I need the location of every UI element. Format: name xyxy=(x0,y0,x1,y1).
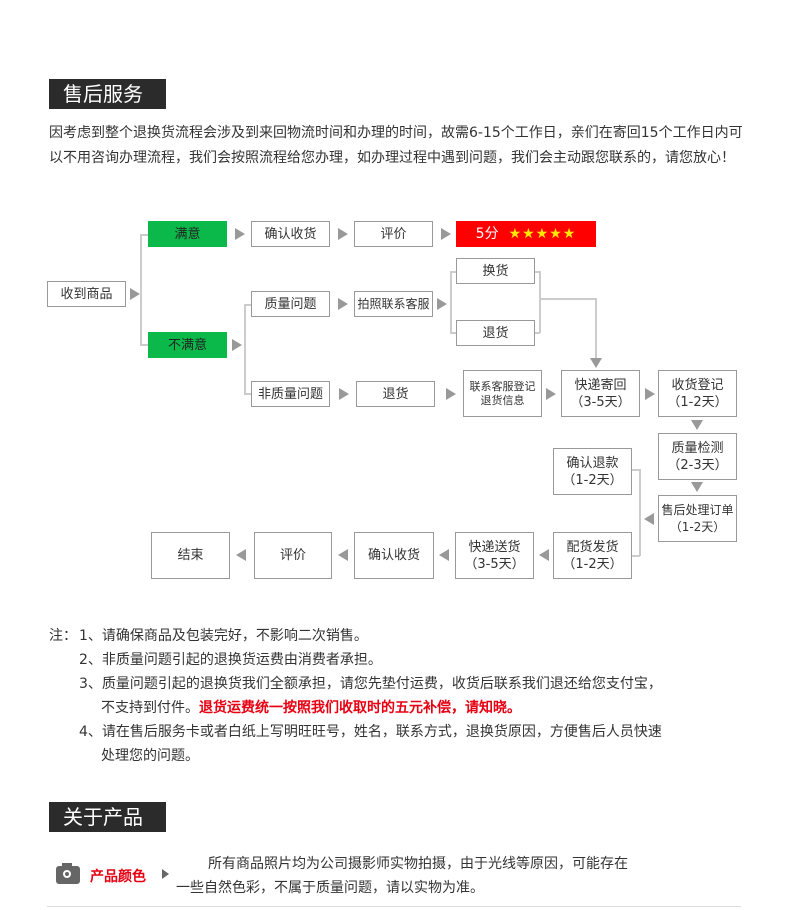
connector xyxy=(632,469,640,471)
step-confirm-receipt: 确认收货 xyxy=(251,221,330,247)
star-icons: ★★★★★ xyxy=(508,225,577,242)
step-exchange: 换货 xyxy=(456,258,535,284)
note-1: 1、请确保商品及包装完好，不影响二次销售。 xyxy=(79,628,368,644)
arrow-right-icon xyxy=(441,228,451,240)
step-contact-register: 联系客服登记退货信息 xyxy=(463,370,542,417)
step-return: 退货 xyxy=(456,320,535,346)
note-3-cont: 不支持到付件。 xyxy=(101,700,199,716)
step-dispatch: 配货发货（1-2天） xyxy=(553,532,632,579)
step-confirm-receipt-2: 确认收货 xyxy=(354,532,434,579)
caret-right-icon xyxy=(162,869,169,879)
connector xyxy=(595,298,597,358)
step-quality-issue: 质量问题 xyxy=(251,291,330,317)
arrow-down-icon xyxy=(691,482,703,492)
step-refund: 确认退款（1-2天） xyxy=(553,448,632,495)
section-title-about-product: 关于产品 xyxy=(49,802,166,832)
arrow-right-icon xyxy=(437,298,447,310)
step-ship-back: 快递寄回（3-5天） xyxy=(561,370,640,417)
line: 配货发货 xyxy=(566,539,619,555)
connector xyxy=(450,271,456,273)
step-return-2: 退货 xyxy=(356,381,435,407)
connector xyxy=(534,332,540,334)
arrow-left-icon xyxy=(236,549,246,561)
connector xyxy=(539,271,541,333)
line: 质量检测 xyxy=(671,440,724,456)
connector xyxy=(632,555,640,557)
step-satisfied: 满意 xyxy=(148,221,227,247)
line: （3-5天） xyxy=(570,394,631,410)
arrow-right-icon xyxy=(338,298,348,310)
line: 快递寄回 xyxy=(574,377,627,393)
note-3: 3、质量问题引起的退换货我们全额承担，请您先垫付运费，收货后联系我们退还给您支付… xyxy=(79,676,662,692)
line: （1-2天） xyxy=(667,394,728,410)
arrow-down-icon xyxy=(691,420,703,430)
arrow-left-icon xyxy=(644,513,654,525)
step-end: 结束 xyxy=(151,532,230,579)
arrow-left-icon xyxy=(338,549,348,561)
notes: 注：1、请确保商品及包装完好，不影响二次销售。 2、非质量问题引起的退换货运费由… xyxy=(49,624,749,768)
camera-icon xyxy=(56,863,80,884)
note-4: 4、请在售后服务卡或者白纸上写明旺旺号，姓名，联系方式，退换货原因，方便售后人员… xyxy=(79,724,662,740)
connector xyxy=(140,234,148,236)
line: 退货信息 xyxy=(480,393,525,407)
step-photo-contact: 拍照联系客服 xyxy=(354,291,433,317)
rating-score: 5分 xyxy=(475,225,499,242)
arrow-right-icon xyxy=(546,388,556,400)
arrow-right-icon xyxy=(645,388,655,400)
rating-badge: 5分 ★★★★★ xyxy=(456,221,596,247)
product-color-label: 产品颜色 xyxy=(90,869,146,885)
line: （3-5天） xyxy=(464,556,525,572)
connector xyxy=(450,271,452,333)
arrow-right-icon xyxy=(235,228,245,240)
line: 收货登记 xyxy=(671,377,724,393)
line: （1-2天） xyxy=(562,472,623,488)
arrow-right-icon xyxy=(446,388,456,400)
step-review-2: 评价 xyxy=(254,532,332,579)
note-3-highlight: 退货运费统一按照我们收取时的五元补偿，请知晓。 xyxy=(199,700,521,716)
line: （2-3天） xyxy=(667,457,728,473)
step-received: 收到商品 xyxy=(47,281,126,307)
line: 售后处理订单 xyxy=(661,502,734,517)
arrow-down-icon xyxy=(590,358,602,368)
step-unsatisfied: 不满意 xyxy=(148,332,227,358)
line: 确认退款 xyxy=(566,455,619,471)
arrow-right-icon xyxy=(130,288,140,300)
connector xyxy=(539,298,596,300)
connector xyxy=(450,332,456,334)
line: （1-2天） xyxy=(562,556,623,572)
connector xyxy=(534,271,540,273)
step-inspect: 质量检测（2-3天） xyxy=(658,433,737,480)
connector xyxy=(244,393,251,395)
note-2: 2、非质量问题引起的退换货运费由消费者承担。 xyxy=(79,652,382,668)
step-register: 收货登记（1-2天） xyxy=(658,370,737,417)
arrow-right-icon xyxy=(339,388,349,400)
product-color-text-2: 一些自然色彩，不属于质量问题，请以实物为准。 xyxy=(176,880,484,896)
arrow-left-icon xyxy=(539,549,549,561)
step-deliver: 快递送货（3-5天） xyxy=(455,532,534,579)
notes-prefix: 注： xyxy=(49,628,77,644)
intro-text: 因考虑到整个退换货流程会涉及到来回物流时间和办理的时间，故需6-15个工作日，亲… xyxy=(49,125,743,166)
step-review: 评价 xyxy=(354,221,433,247)
connector xyxy=(244,304,246,394)
arrow-right-icon xyxy=(232,339,242,351)
connector xyxy=(244,304,251,306)
line: （1-2天） xyxy=(669,519,726,534)
connector xyxy=(639,469,641,556)
product-color-text-1: 所有商品照片均为公司摄影师实物拍摄，由于光线等原因，可能存在 xyxy=(208,856,628,872)
connector xyxy=(140,344,148,346)
step-process-order: 售后处理订单 （1-2天） xyxy=(658,495,737,542)
connector xyxy=(140,234,142,345)
line: 快递送货 xyxy=(468,539,521,555)
arrow-left-icon xyxy=(439,549,449,561)
step-non-quality: 非质量问题 xyxy=(251,381,330,407)
divider xyxy=(47,906,741,907)
line: 联系客服登记 xyxy=(469,379,536,393)
arrow-right-icon xyxy=(338,228,348,240)
section-title-after-sales: 售后服务 xyxy=(49,79,166,109)
note-4-cont: 处理您的问题。 xyxy=(101,748,199,764)
